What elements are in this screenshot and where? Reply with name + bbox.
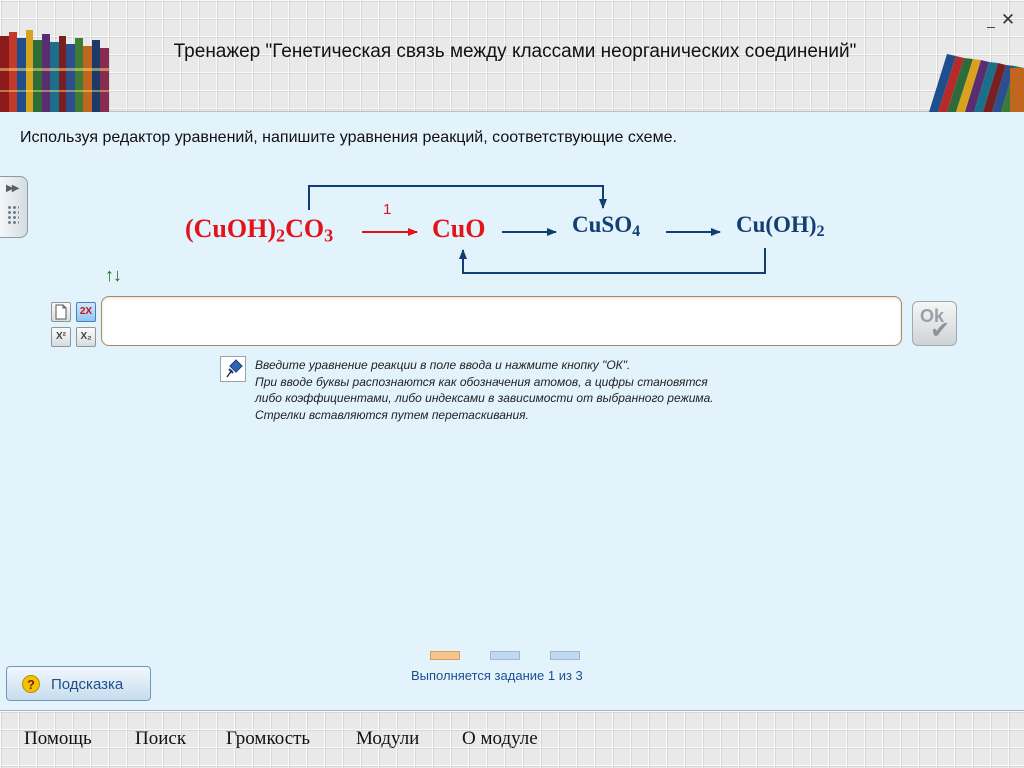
progress-status: Выполняется задание 1 из 3 bbox=[411, 668, 583, 683]
minimize-button[interactable]: _ bbox=[987, 12, 995, 28]
superscript-mode-button[interactable]: X² bbox=[51, 327, 71, 347]
page-title: Тренажер "Генетическая связь между класс… bbox=[173, 41, 857, 62]
new-document-icon bbox=[55, 304, 67, 320]
menu-item-modules[interactable]: Модули bbox=[356, 728, 420, 749]
task-indicator-1 bbox=[430, 651, 460, 660]
question-icon: ? bbox=[22, 675, 40, 693]
grip-dots-icon bbox=[7, 205, 19, 225]
input-instructions: Введите уравнение реакции в поле ввода и… bbox=[255, 358, 714, 422]
formula-basic-copper-carbonate: (CuOH)2CO3 bbox=[185, 214, 334, 246]
formula-copper-oxide: CuO bbox=[432, 214, 486, 243]
step-number-label: 1 bbox=[383, 201, 392, 218]
task-indicator-2 bbox=[490, 651, 520, 660]
equation-input[interactable] bbox=[101, 296, 902, 346]
arrow-cuoh2-to-cuo bbox=[459, 248, 766, 274]
task-instruction: Используя редактор уравнений, напишите у… bbox=[20, 129, 677, 146]
subscript-mode-button[interactable]: X₂ bbox=[76, 327, 96, 347]
arrow-insert-toggle[interactable]: ↑↓ bbox=[105, 265, 122, 285]
hint-button[interactable]: ? Подсказка bbox=[6, 666, 151, 701]
formula-copper-hydroxide: Cu(OH)2 bbox=[736, 212, 825, 241]
arrow-carbonate-to-cuso4 bbox=[308, 185, 607, 210]
coefficient-mode-button[interactable]: 2X bbox=[76, 302, 96, 322]
side-panel-toggle[interactable]: ▶▶ bbox=[0, 176, 28, 238]
formula-copper-sulfate: CuSO4 bbox=[572, 212, 641, 241]
new-equation-button[interactable] bbox=[51, 302, 71, 322]
books-left-decoration bbox=[0, 30, 109, 112]
task-indicator-3 bbox=[550, 651, 580, 660]
books-right-decoration bbox=[929, 54, 1024, 112]
close-button[interactable]: ✕ bbox=[1000, 10, 1016, 29]
menu-item-volume[interactable]: Громкость bbox=[226, 728, 311, 749]
ok-label: Ok bbox=[920, 306, 945, 326]
pushpin-icon bbox=[220, 356, 246, 382]
bottom-menu-bar: Помощь Поиск Громкость Модули О модуле bbox=[0, 710, 1024, 768]
hint-button-label: Подсказка bbox=[51, 676, 124, 693]
double-arrow-right-icon: ▶▶ bbox=[6, 183, 19, 194]
ok-button[interactable]: Ok ✔ bbox=[912, 301, 957, 346]
menu-item-search[interactable]: Поиск bbox=[135, 728, 187, 749]
checkmark-icon: ✔ bbox=[930, 317, 951, 344]
menu-item-about[interactable]: О модуле bbox=[462, 728, 538, 749]
header-bar: Тренажер "Генетическая связь между класс… bbox=[0, 0, 1024, 112]
menu-item-help[interactable]: Помощь bbox=[24, 728, 92, 749]
